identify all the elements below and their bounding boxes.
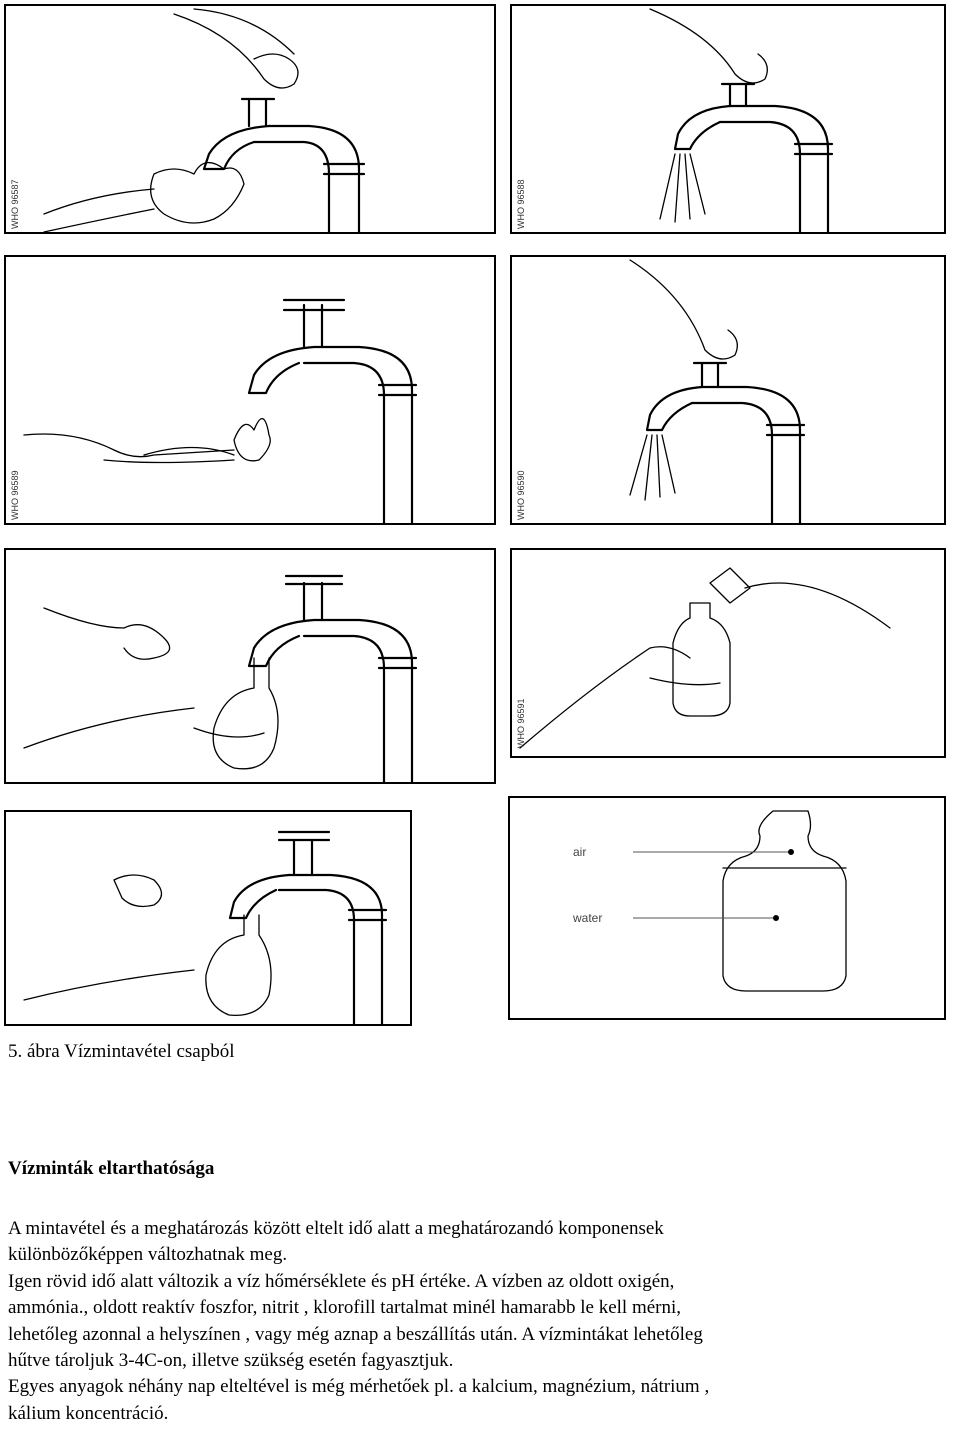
water-label: water [572, 911, 602, 925]
panel-wipe-tap: WHO 96587 [4, 4, 496, 234]
tap-wipe-illustration [4, 4, 496, 234]
body-line: lehetőleg azonnal a helyszínen , vagy mé… [8, 1323, 703, 1345]
body-line: kálium koncentráció. [8, 1402, 169, 1424]
figure-caption: 5. ábra Vízmintavétel csapból [8, 1041, 235, 1062]
bottle-levels-illustration: air water [508, 796, 946, 1020]
fill-bottle-illustration [4, 548, 496, 784]
panel-bottle-levels: air water [508, 796, 946, 1020]
watermark: WHO 96590 [516, 470, 526, 520]
panel-fill-bottle-2 [4, 810, 412, 1026]
body-line: különbözőképpen változhatnak meg. [8, 1244, 288, 1266]
air-label: air [573, 845, 586, 859]
body-line: A mintavétel és a meghatározás között el… [8, 1218, 664, 1239]
body-line: hűtve tároljuk 3-4C-on, illetve szükség … [8, 1350, 454, 1372]
section-body: A mintavétel és a meghatározás között el… [8, 1216, 953, 1427]
panel-flame-tap: WHO 96589 [4, 255, 496, 525]
tap-run-again-illustration [510, 255, 946, 525]
body-line: Igen rövid idő alatt változik a víz hőmé… [8, 1270, 675, 1292]
tap-flame-illustration [4, 255, 496, 525]
panel-label-bottle: WHO 96591 [510, 548, 946, 758]
label-bottle-illustration [510, 548, 946, 758]
panel-run-again: WHO 96590 [510, 255, 946, 525]
body-line: ammónia., oldott reaktív foszfor, nitrit… [8, 1297, 682, 1319]
panel-fill-bottle [4, 548, 496, 784]
tap-run-illustration [510, 4, 946, 234]
watermark: WHO 96588 [516, 179, 526, 229]
body-line: Egyes anyagok néhány nap elteltével is m… [8, 1376, 710, 1398]
watermark: WHO 96591 [516, 698, 526, 748]
section-heading: Vízminták eltarthatósága [8, 1158, 215, 1179]
watermark: WHO 96589 [10, 470, 20, 520]
fill-bottle-2-illustration [4, 810, 412, 1026]
watermark: WHO 96587 [10, 179, 20, 229]
panel-run-tap: WHO 96588 [510, 4, 946, 234]
